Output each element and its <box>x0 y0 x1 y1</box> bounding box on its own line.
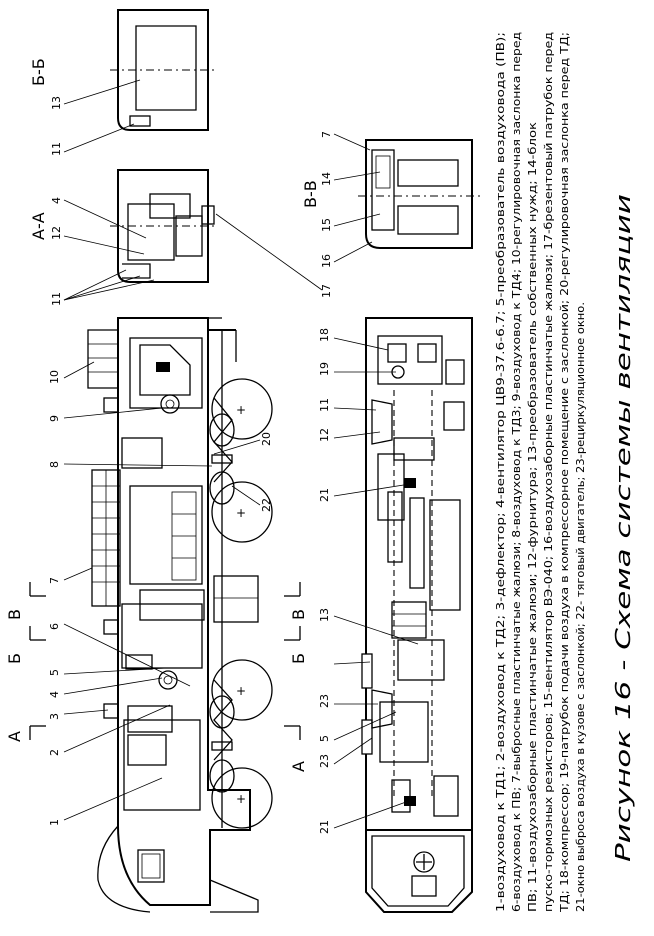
legend-line-2: 6-воздуховод к ПВ; 7-выбросные пластинча… <box>512 32 523 912</box>
callout-vv-7: 7 <box>320 131 333 138</box>
plan-view-callouts: 21 23 5 23 13 21 12 11 19 18 <box>318 328 419 834</box>
section-bb-title: Б-Б <box>29 58 48 86</box>
cut-label-b-bottom: Б <box>289 653 308 664</box>
callout-bb-11: 11 <box>50 142 63 156</box>
callout-aa-17: 17 <box>320 284 333 298</box>
callout-aa-11: 11 <box>50 292 63 306</box>
svg-text:+: + <box>236 403 246 417</box>
callout-plan-21a: 21 <box>318 820 331 834</box>
callout-bb-13: 13 <box>50 96 63 110</box>
side-view-callouts: 1 2 3 4 5 6 7 8 20 22 9 10 <box>48 361 273 826</box>
callout-8: 8 <box>48 461 61 468</box>
callout-vv-15: 15 <box>320 218 333 232</box>
figure-title: Рисунок 16 - Схема системы вентиляции <box>611 194 635 862</box>
cut-label-v-top: В <box>5 609 24 620</box>
legend-line-4: пуско-тормозных резисторов; 15-вентилято… <box>544 32 555 912</box>
callout-plan-19: 19 <box>318 362 331 376</box>
cut-label-a-top: А <box>5 731 24 742</box>
callout-22: 22 <box>260 498 273 512</box>
section-aa-view: 4 12 11 17 А-А <box>29 169 333 306</box>
legend-line-3: ПВ; 11-воздухозаборные пластинчатые жалю… <box>528 122 539 912</box>
callout-plan-23b: 23 <box>318 694 331 708</box>
callout-4: 4 <box>48 691 61 698</box>
callout-plan-18: 18 <box>318 328 331 342</box>
callout-7: 7 <box>48 577 61 584</box>
legend-line-5: ТД; 18-компрессор; 19-патрубок подачи во… <box>560 32 571 913</box>
callout-1: 1 <box>48 819 61 826</box>
cut-label-a-bottom: А <box>289 761 308 772</box>
svg-text:+: + <box>236 506 246 520</box>
callout-10: 10 <box>48 370 61 384</box>
callout-3: 3 <box>48 713 61 720</box>
legend-line-1: 1-воздуховод к ТД1; 2-воздуховод к ТД2; … <box>496 32 507 912</box>
section-cut-marks: А Б В А Б В <box>5 582 308 772</box>
section-bb-view: 13 11 Б-Б <box>29 9 218 156</box>
section-aa-title: А-А <box>29 212 48 240</box>
callout-plan-21b: 21 <box>318 488 331 502</box>
callout-2: 2 <box>48 749 61 756</box>
cut-label-b-top: Б <box>5 653 24 664</box>
callout-vv-14: 14 <box>320 172 333 186</box>
callout-9: 9 <box>48 415 61 422</box>
side-view: + + + + <box>87 317 273 913</box>
section-vv-title: В-В <box>301 180 320 208</box>
callout-plan-5: 5 <box>318 735 331 742</box>
plan-view <box>361 317 473 913</box>
legend-line-6: 21-окно выброса воздуха в кузове с засло… <box>576 302 587 912</box>
cut-label-v-bottom: В <box>289 609 308 620</box>
callout-plan-13: 13 <box>318 608 331 622</box>
section-vv-view: 7 14 15 16 В-В <box>301 131 480 268</box>
callout-20: 20 <box>260 432 273 446</box>
callout-vv-16: 16 <box>320 254 333 268</box>
callout-aa-4: 4 <box>50 197 63 204</box>
legend: 1-воздуховод к ТД1; 2-воздуховод к ТД2; … <box>496 32 587 913</box>
svg-text:+: + <box>236 684 246 698</box>
svg-text:+: + <box>236 792 246 806</box>
callout-plan-11: 11 <box>318 398 331 412</box>
callout-plan-23a: 23 <box>318 754 331 768</box>
callout-aa-12: 12 <box>50 226 63 240</box>
callout-5: 5 <box>48 669 61 676</box>
callout-plan-12: 12 <box>318 428 331 442</box>
callout-6: 6 <box>48 623 61 630</box>
